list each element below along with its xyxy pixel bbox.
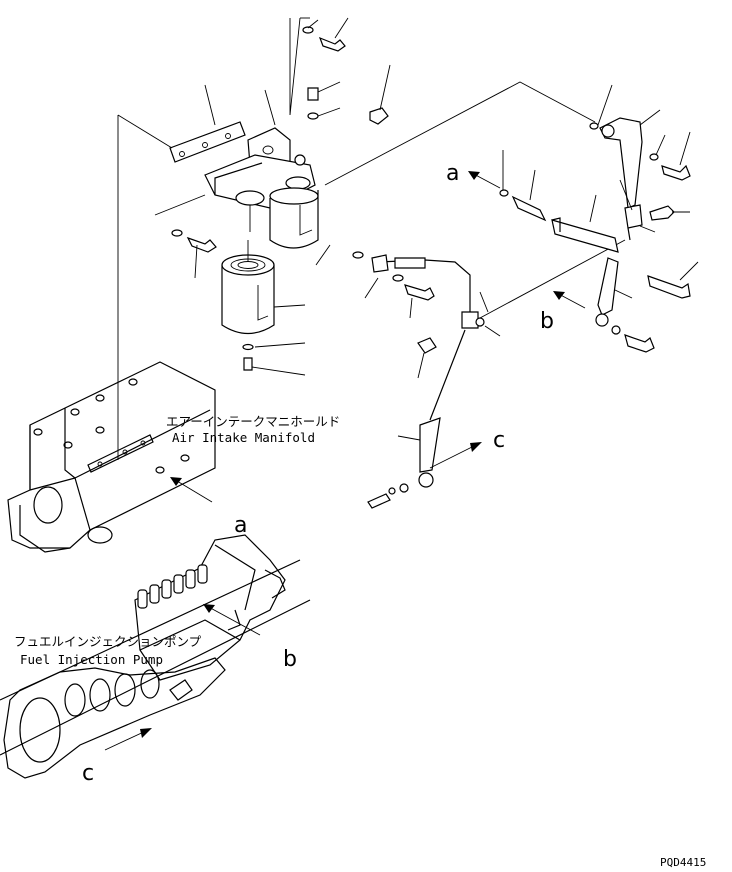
air-intake-manifold-drawing <box>7 361 216 553</box>
drawing-code: PQD4415 <box>660 856 706 869</box>
marker-b-bottom: b <box>283 647 297 672</box>
fuel-injection-pump-drawing <box>0 534 311 779</box>
connection-arrows <box>104 171 586 751</box>
marker-c-top: c <box>493 428 505 453</box>
delivery-valves <box>137 564 208 609</box>
fuel-lines <box>117 17 691 509</box>
air-intake-label-jp: エアーインテークマニホールド <box>166 414 340 429</box>
marker-a-bottom: a <box>234 513 247 538</box>
leader-lines <box>194 17 699 441</box>
fuel-filter-assembly <box>169 121 319 371</box>
text-labels: エアーインテークマニホールド Air Intake Manifold フュエルイ… <box>14 161 706 869</box>
air-intake-label-en: Air Intake Manifold <box>172 430 315 445</box>
marker-c-bottom: c <box>82 761 94 786</box>
marker-b-top: b <box>540 309 554 334</box>
fuel-pump-label-jp: フュエルインジェクションポンプ <box>14 634 202 649</box>
top-fittings <box>171 26 389 253</box>
marker-a-top: a <box>446 161 459 186</box>
fuel-pump-label-en: Fuel Injection Pump <box>20 652 163 667</box>
